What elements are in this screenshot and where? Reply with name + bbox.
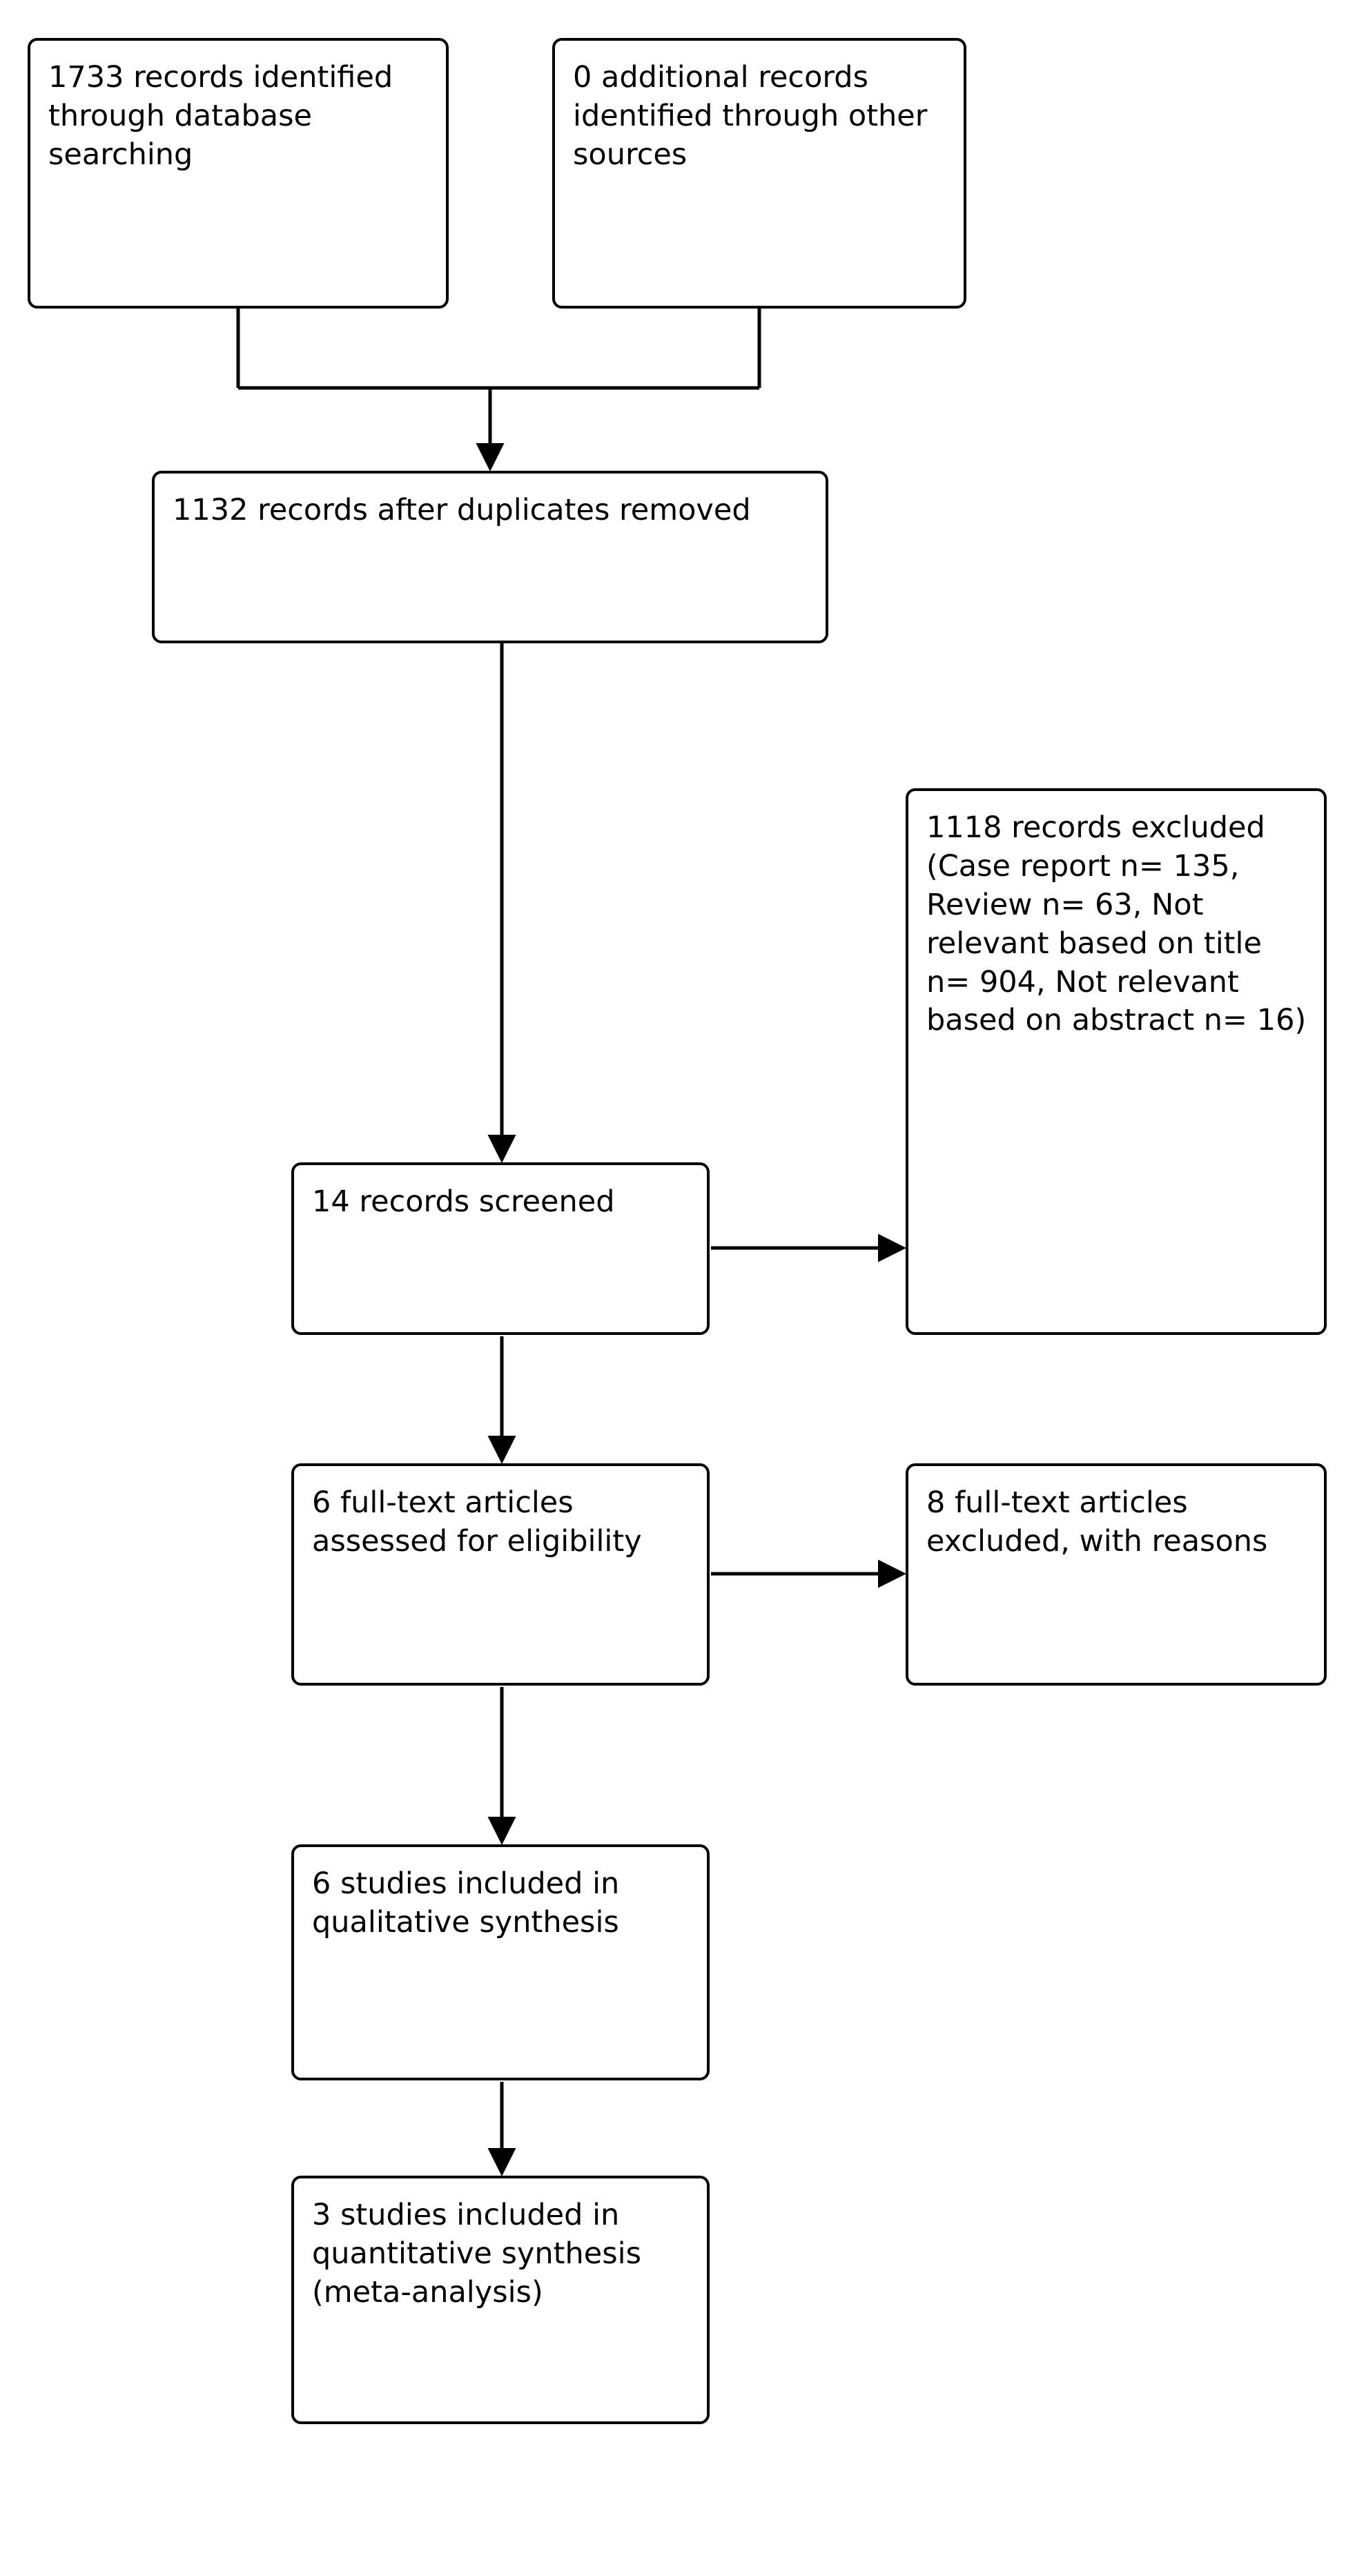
box-records-identified-other-sources: 0 additional records identified through … [552,38,966,309]
box-studies-quantitative-synthesis: 3 studies included in quantitative synth… [291,2176,710,2424]
box-records-excluded: 1118 records excluded (Case report n= 13… [906,788,1327,1335]
box-records-identified-database: 1733 records identified through database… [28,38,449,309]
box-fulltext-articles-assessed: 6 full-text articles assessed for eligib… [291,1463,710,1686]
box-records-screened: 14 records screened [291,1162,710,1335]
connector-merge-top [236,309,761,472]
box-fulltext-articles-excluded: 8 full-text articles excluded, with reas… [906,1463,1327,1686]
box-studies-qualitative-synthesis: 6 studies included in qualitative synthe… [291,1844,710,2080]
box-records-after-duplicates-removed: 1132 records after duplicates removed [152,471,828,643]
